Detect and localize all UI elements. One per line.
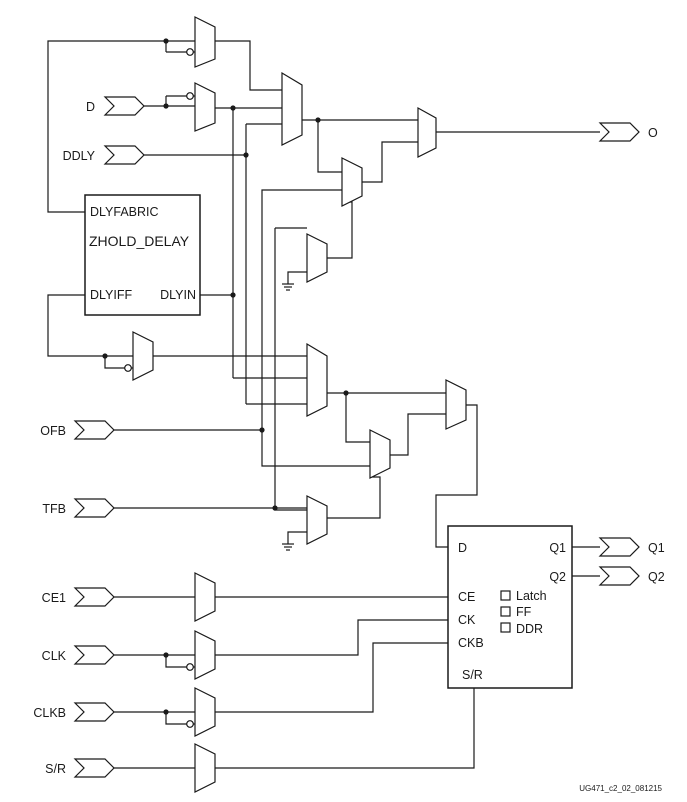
output-port-q2-label: Q2 bbox=[648, 570, 665, 584]
input-port-ce1-label: CE1 bbox=[42, 591, 66, 605]
figure-id: UG471_c2_02_081215 bbox=[579, 784, 662, 793]
ddr-option-label: DDR bbox=[516, 622, 543, 636]
storage-q2-port-label: Q2 bbox=[549, 570, 566, 584]
output-port-q1-icon bbox=[598, 537, 640, 557]
mux-dlyfabric-select bbox=[194, 16, 216, 68]
output-port-q2-icon bbox=[598, 566, 640, 586]
latch-option-label: Latch bbox=[516, 589, 547, 603]
ports: D DDLY OFB TFB CE1 CLK CLKB S/R O Q1 Q2 bbox=[33, 96, 665, 778]
zhold-delay-block: DLYFABRIC ZHOLD_DELAY DLYIFF DLYIN bbox=[84, 194, 201, 316]
buffer-sr bbox=[194, 743, 216, 793]
input-port-ddly-label: DDLY bbox=[63, 149, 96, 163]
input-port-ofb-label: OFB bbox=[40, 424, 66, 438]
input-port-ofb-icon bbox=[73, 420, 115, 440]
output-port-o-icon bbox=[598, 122, 640, 142]
inverter-bubble bbox=[186, 92, 194, 100]
input-port-tfb-label: TFB bbox=[42, 502, 66, 516]
ff-checkbox-icon bbox=[500, 606, 511, 617]
storage-ck-port-label: CK bbox=[458, 613, 476, 627]
input-port-clkb-label: CLKB bbox=[33, 706, 66, 720]
storage-d-port-label: D bbox=[458, 541, 467, 555]
mux-output-t bbox=[445, 379, 467, 430]
output-port-q1-label: Q1 bbox=[648, 541, 665, 555]
mux-input-path-d bbox=[369, 429, 391, 479]
wires bbox=[47, 40, 600, 769]
mux-input-path-c bbox=[306, 342, 328, 417]
mux-input-path-a bbox=[281, 71, 303, 146]
dlyfabric-port-label: DLYFABRIC bbox=[90, 205, 159, 219]
multiplexers bbox=[124, 16, 467, 793]
mux-clkb-invert bbox=[194, 687, 216, 737]
dlyiff-port-label: DLYIFF bbox=[90, 288, 132, 302]
input-port-sr-icon bbox=[73, 758, 115, 778]
latch-checkbox-icon bbox=[500, 590, 511, 601]
input-port-clk-icon bbox=[73, 645, 115, 665]
mux-d-select bbox=[194, 82, 216, 132]
mux-output-o bbox=[417, 106, 437, 158]
inverter-bubble bbox=[186, 663, 194, 671]
ff-option-label: FF bbox=[516, 605, 532, 619]
input-port-clkb-icon bbox=[73, 702, 115, 722]
input-port-clk-label: CLK bbox=[42, 649, 67, 663]
storage-ce-port-label: CE bbox=[458, 590, 475, 604]
junction-dots bbox=[102, 38, 349, 715]
dlyin-port-label: DLYIN bbox=[160, 288, 196, 302]
input-port-d-label: D bbox=[86, 100, 95, 114]
mux-input-path-b bbox=[341, 157, 363, 207]
inverter-bubble bbox=[186, 48, 194, 56]
input-port-sr-label: S/R bbox=[45, 762, 66, 776]
buffer-ce1 bbox=[194, 572, 216, 622]
inverter-bubble bbox=[186, 720, 194, 728]
storage-ckb-port-label: CKB bbox=[458, 636, 484, 650]
input-port-tfb-icon bbox=[73, 498, 115, 518]
tristate-mux-lower bbox=[306, 495, 328, 545]
storage-sr-port-label: S/R bbox=[462, 668, 483, 682]
output-port-o-label: O bbox=[648, 126, 658, 140]
input-port-d-icon bbox=[103, 96, 145, 116]
storage-q1-port-label: Q1 bbox=[549, 541, 566, 555]
input-port-ddly-icon bbox=[103, 145, 145, 165]
ddr-checkbox-icon bbox=[500, 622, 511, 633]
mux-clk-invert bbox=[194, 630, 216, 680]
zhold-delay-title: ZHOLD_DELAY bbox=[89, 233, 190, 249]
tristate-mux-upper bbox=[306, 233, 328, 283]
input-port-ce1-icon bbox=[73, 587, 115, 607]
inverter-bubble bbox=[124, 364, 132, 372]
mux-dlyiff-select bbox=[132, 331, 154, 381]
storage-element-block: D CE CK CKB S/R Q1 Q2 Latch FF DDR bbox=[447, 525, 573, 689]
